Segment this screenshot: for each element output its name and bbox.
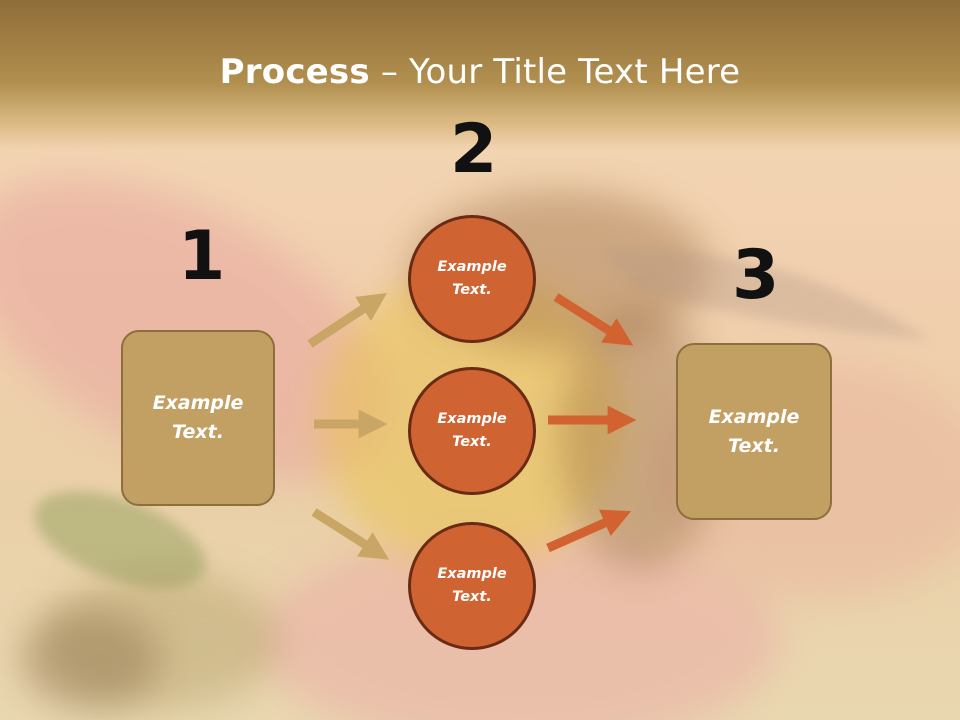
step-2-circle-2-text: Example Text. bbox=[437, 411, 507, 450]
step-2-circle-2: Example Text. bbox=[408, 367, 536, 495]
step-3-text: Example Text. bbox=[708, 405, 800, 457]
right-arrow-up bbox=[546, 509, 632, 553]
step-2-number: 2 bbox=[450, 110, 498, 189]
step-1-text: Example Text. bbox=[152, 392, 244, 443]
step-3-box: Example Text. bbox=[676, 343, 832, 520]
step-2-circle-3-text: Example Text. bbox=[437, 566, 507, 605]
left-arrow-up bbox=[307, 293, 388, 348]
title-rest: Your Title Text Here bbox=[409, 52, 741, 92]
step-3-number: 3 bbox=[732, 236, 780, 315]
title-band bbox=[0, 0, 960, 150]
title-dash: – bbox=[369, 52, 410, 92]
left-arrow-down bbox=[311, 508, 390, 560]
step-2-circle-1-text: Example Text. bbox=[437, 259, 507, 298]
step-1-number: 1 bbox=[178, 217, 226, 296]
step-2-circle-1: Example Text. bbox=[408, 215, 536, 343]
step-1-box: Example Text. bbox=[121, 330, 275, 506]
step-2-circle-3: Example Text. bbox=[408, 522, 536, 650]
title-bold: Process bbox=[219, 52, 370, 92]
right-arrow-down bbox=[553, 293, 634, 346]
slide-title: Process – Your Title Text Here bbox=[0, 52, 960, 92]
